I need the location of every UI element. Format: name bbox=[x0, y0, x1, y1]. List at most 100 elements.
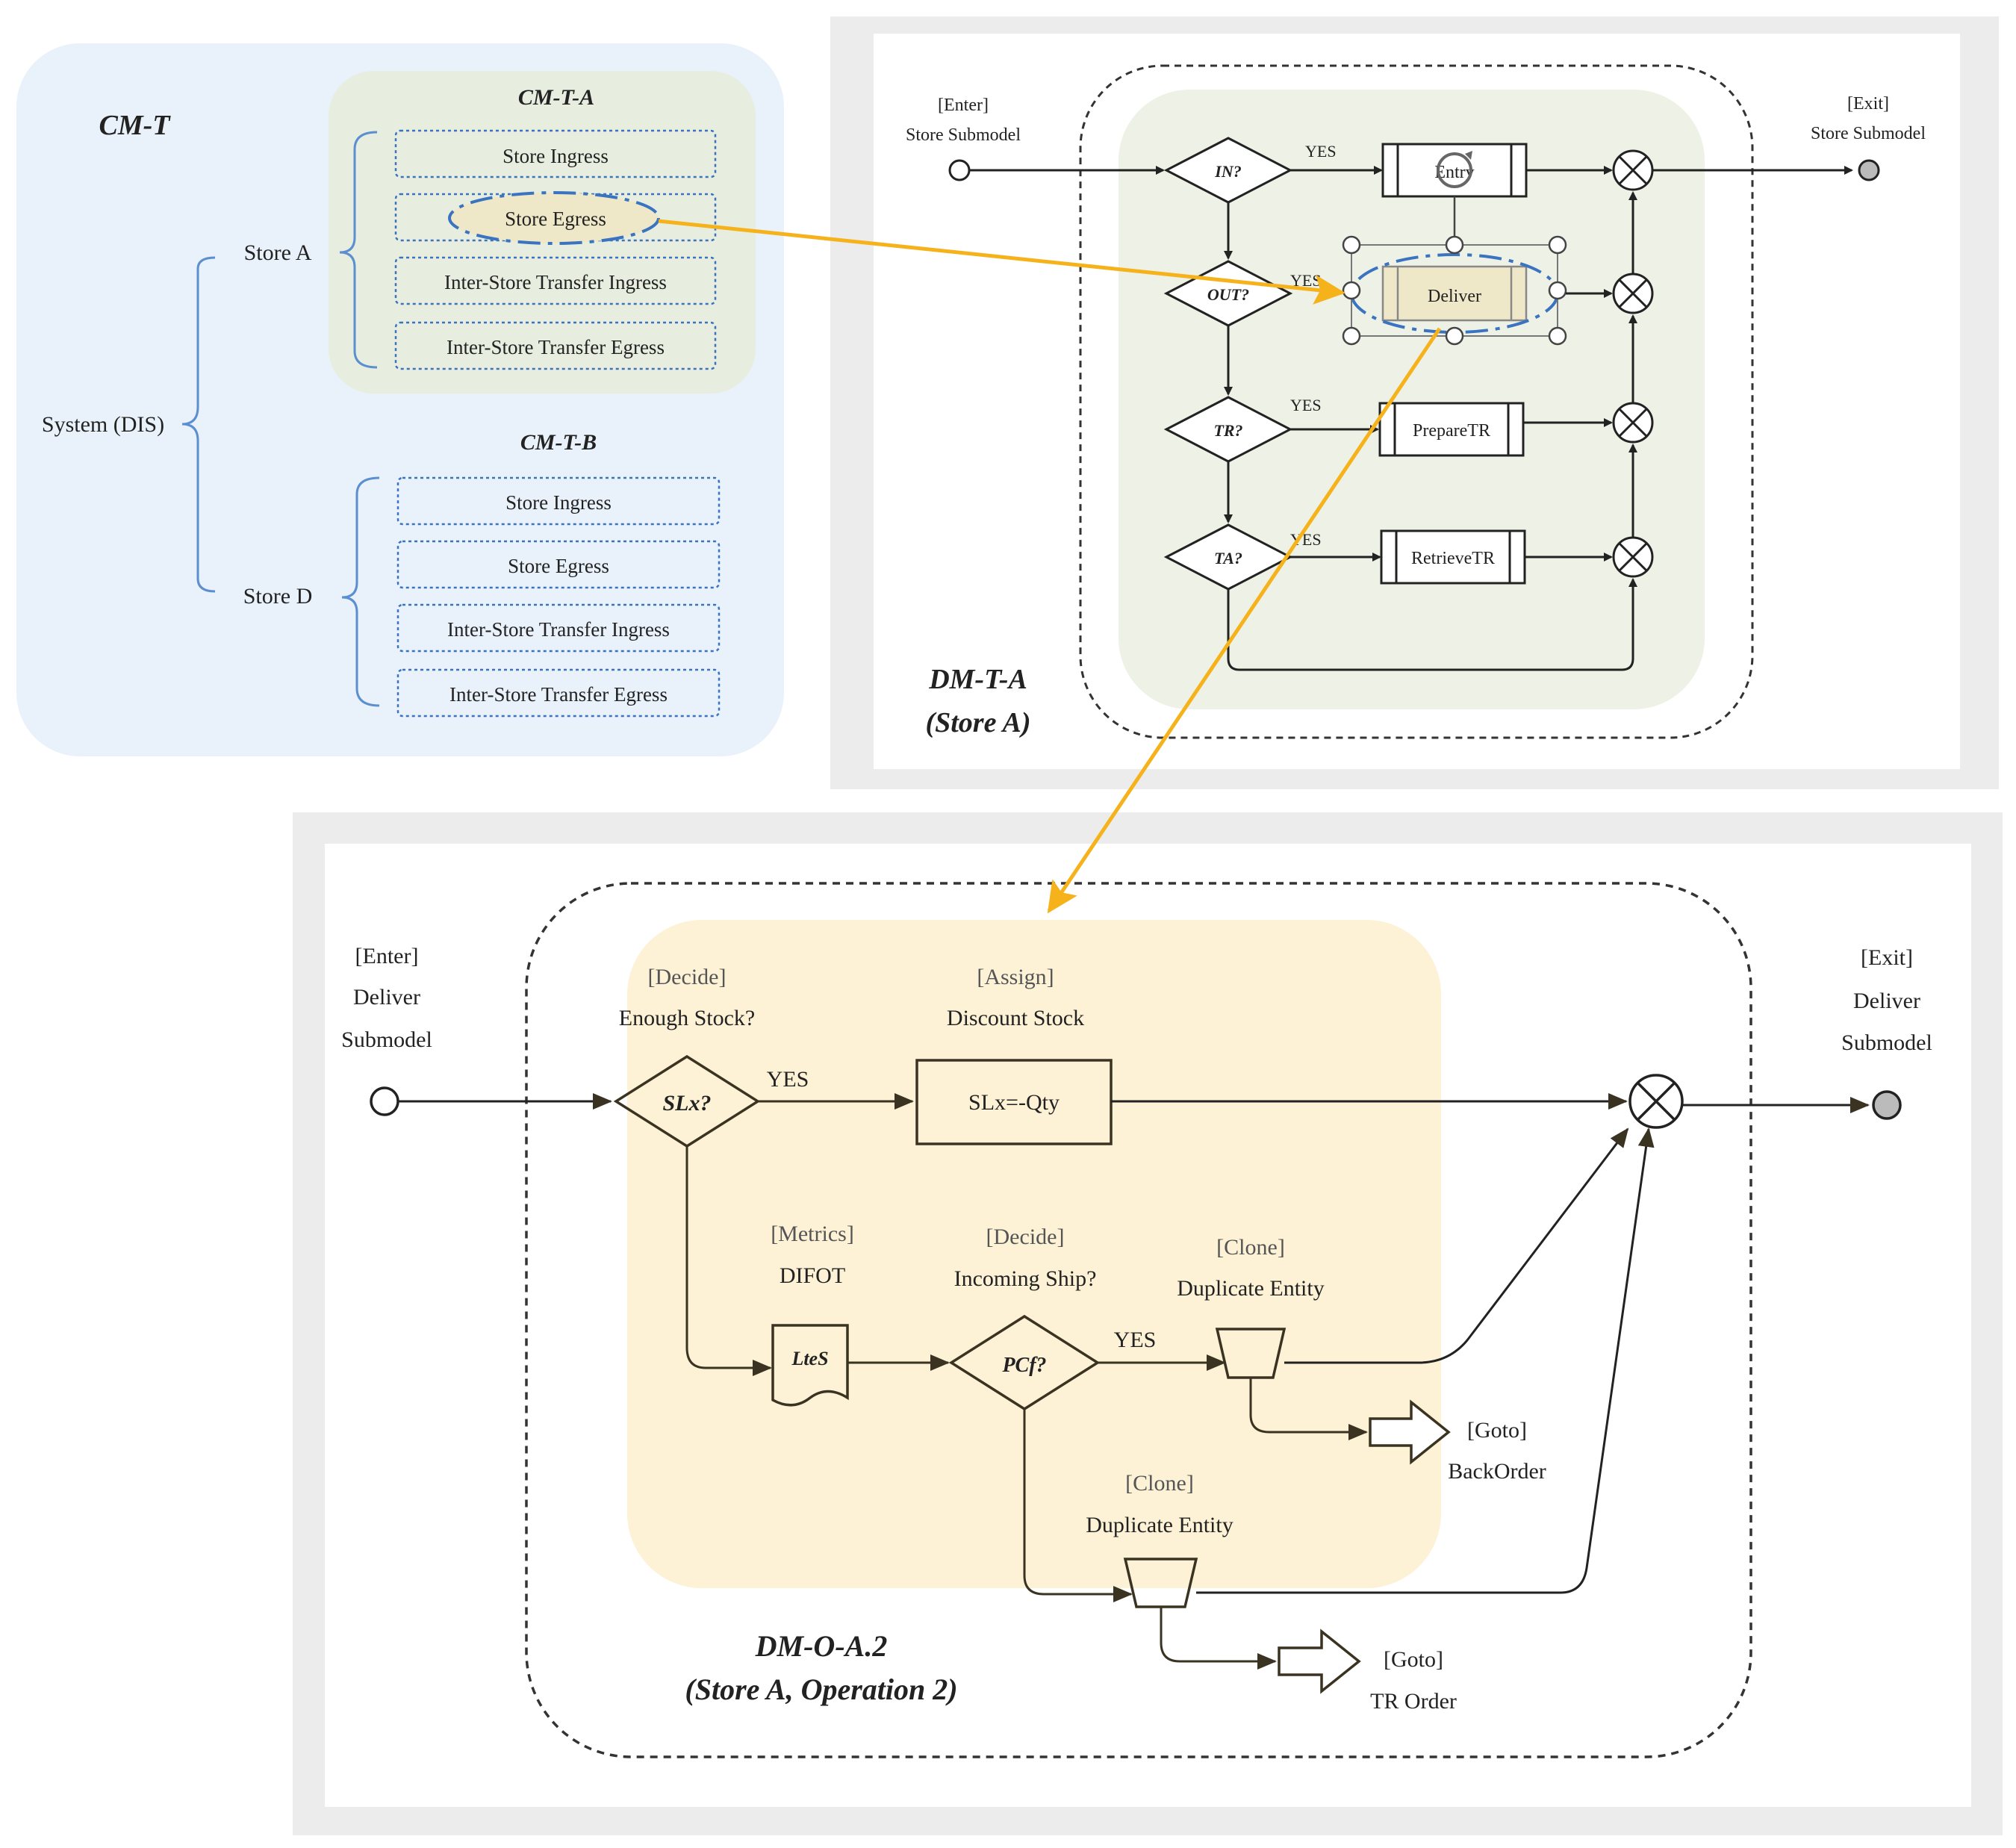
cmt-b-background bbox=[329, 448, 756, 747]
dmta-start-node bbox=[948, 159, 971, 181]
flow-arrow bbox=[1023, 1409, 1133, 1602]
dmoa-enter-label: [Enter] bbox=[355, 944, 419, 968]
metrics-type: [Metrics] bbox=[771, 1222, 854, 1246]
dmta-dashed-boundary bbox=[1079, 64, 1754, 739]
refresh-icon bbox=[1437, 152, 1472, 188]
dmoa-enter-label: Submodel bbox=[341, 1027, 432, 1052]
assign-type: [Assign] bbox=[977, 965, 1054, 989]
cmt-b-item-box bbox=[396, 476, 721, 526]
decide2-label: Incoming Ship? bbox=[954, 1266, 1097, 1291]
dmoa-exit-label: [Exit] bbox=[1861, 945, 1913, 970]
dmta-caption: DM-T-A bbox=[928, 664, 1027, 695]
selection-handles bbox=[1342, 235, 1567, 346]
clone1-type: [Clone] bbox=[1216, 1235, 1285, 1260]
process-retrievetr-label: RetrieveTR bbox=[1411, 549, 1495, 568]
dmoa-dashed-boundary bbox=[525, 882, 1752, 1758]
dmta-end-node bbox=[1858, 159, 1880, 181]
assign-label: Discount Stock bbox=[947, 1006, 1084, 1030]
cmt-b-title: CM-T-B bbox=[520, 430, 597, 455]
yes-label: YES bbox=[1290, 396, 1322, 414]
store-a-brace bbox=[339, 131, 378, 369]
flow-arrow-bypass bbox=[1227, 578, 1637, 671]
cmt-a-item-box bbox=[394, 256, 717, 305]
dmoa-exit-label: Submodel bbox=[1841, 1030, 1932, 1055]
yes-label: YES bbox=[1114, 1328, 1157, 1352]
store-d-label: Store D bbox=[243, 584, 313, 609]
decide1-type: [Decide] bbox=[648, 965, 727, 989]
decide2-shape-label: PCf? bbox=[1001, 1354, 1046, 1377]
process-preparetr-label: PrepareTR bbox=[1413, 421, 1490, 441]
goto2-shape bbox=[1278, 1628, 1361, 1694]
dmoa-end-node bbox=[1872, 1090, 1902, 1120]
clone2-type: [Clone] bbox=[1125, 1471, 1194, 1496]
system-brace bbox=[181, 256, 216, 593]
metrics-shape-label: LteS bbox=[791, 1348, 828, 1369]
merge-nodes bbox=[1612, 149, 1654, 578]
yes-label: YES bbox=[1305, 142, 1337, 161]
cmt-a-item-box bbox=[394, 321, 717, 370]
goto1-shape bbox=[1369, 1399, 1451, 1465]
decision-ta-label: TA? bbox=[1214, 549, 1242, 567]
process-deliver-label: Deliver bbox=[1428, 287, 1481, 306]
decide1-shape-label: SLx? bbox=[662, 1091, 711, 1116]
decision-in-label: IN? bbox=[1214, 162, 1241, 181]
yes-label: YES bbox=[767, 1067, 809, 1092]
dmoa-enter-label: Deliver bbox=[353, 985, 420, 1009]
clone1-shape bbox=[1215, 1328, 1287, 1379]
goto1-label: BackOrder bbox=[1448, 1459, 1546, 1484]
dmta-caption-sub: (Store A) bbox=[925, 707, 1030, 738]
decide1-label: Enough Stock? bbox=[619, 1006, 755, 1030]
dmoa-caption: DM-O-A.2 bbox=[755, 1629, 888, 1663]
cmt-b-items: Store Ingress Store Egress Inter-Store T… bbox=[396, 476, 721, 718]
decide2-type: [Decide] bbox=[986, 1225, 1065, 1249]
refresh-icon-arrowhead bbox=[1465, 151, 1472, 160]
clone1-label: Duplicate Entity bbox=[1177, 1276, 1324, 1301]
dmoa-start-node bbox=[370, 1086, 399, 1116]
goto2-type: [Goto] bbox=[1384, 1647, 1443, 1672]
cmt-a-item-label: Store Egress bbox=[505, 208, 606, 230]
cmt-b-item-box bbox=[396, 540, 721, 589]
cmt-panel: CM-T System (DIS) Store A Store D CM-T-A… bbox=[16, 43, 784, 756]
process-entry: Entry bbox=[1381, 143, 1528, 198]
cmt-a-item-label: Inter-Store Transfer Ingress bbox=[444, 271, 667, 293]
flow-arrow bbox=[1249, 1378, 1368, 1440]
highlight-store-egress bbox=[448, 191, 660, 245]
cmt-b-item-box bbox=[396, 668, 721, 718]
dmoa-panel: [Enter] Deliver Submodel [Exit] Deliver … bbox=[293, 812, 2003, 1835]
cmt-a-item-label: Inter-Store Transfer Egress bbox=[447, 336, 665, 358]
flow-arrow bbox=[1196, 1127, 1655, 1594]
zoom-arrow-store-egress-to-deliver bbox=[658, 219, 1345, 305]
zoom-arrow-deliver-to-submodel bbox=[1047, 327, 1442, 914]
dmta-enter-sublabel: Store Submodel bbox=[906, 125, 1021, 145]
flow-arrow bbox=[685, 1146, 772, 1376]
cmt-a-title: CM-T-A bbox=[518, 85, 594, 110]
cmt-title: CM-T bbox=[99, 110, 172, 141]
process-preparetr: PrepareTR bbox=[1378, 402, 1525, 457]
assign-box-label: SLx=-Qty bbox=[968, 1090, 1060, 1115]
decision-tr-label: TR? bbox=[1213, 421, 1242, 440]
system-label: System (DIS) bbox=[42, 412, 164, 437]
dmta-enter-label: [Enter] bbox=[938, 96, 989, 115]
cmt-b-item-label: Store Ingress bbox=[505, 491, 612, 514]
goto2-label: TR Order bbox=[1370, 1689, 1457, 1714]
dmoa-exit-label: Deliver bbox=[1853, 989, 1920, 1013]
process-deliver: Deliver bbox=[1342, 196, 1567, 346]
cmt-b-item-label: Inter-Store Transfer Ingress bbox=[447, 618, 670, 641]
dmta-exit-label: [Exit] bbox=[1847, 94, 1889, 113]
metrics-label: DIFOT bbox=[780, 1263, 845, 1288]
cmt-b-item-box bbox=[396, 603, 721, 653]
cmt-b-item-label: Inter-Store Transfer Egress bbox=[449, 683, 668, 706]
metrics-shape bbox=[771, 1324, 849, 1407]
dmoa-merge-node bbox=[1628, 1074, 1684, 1129]
store-a-label: Store A bbox=[244, 240, 312, 265]
store-d-brace bbox=[341, 476, 380, 707]
clone2-shape bbox=[1123, 1558, 1198, 1608]
flow-arrow bbox=[1284, 1127, 1629, 1364]
dmoa-inner-area bbox=[627, 920, 1441, 1588]
goto1-type: [Goto] bbox=[1467, 1418, 1527, 1443]
decision-out-label: OUT? bbox=[1207, 285, 1249, 304]
flow-arrow bbox=[1160, 1607, 1277, 1670]
cmt-a-item-box bbox=[394, 129, 717, 178]
clone2-label: Duplicate Entity bbox=[1086, 1513, 1233, 1537]
